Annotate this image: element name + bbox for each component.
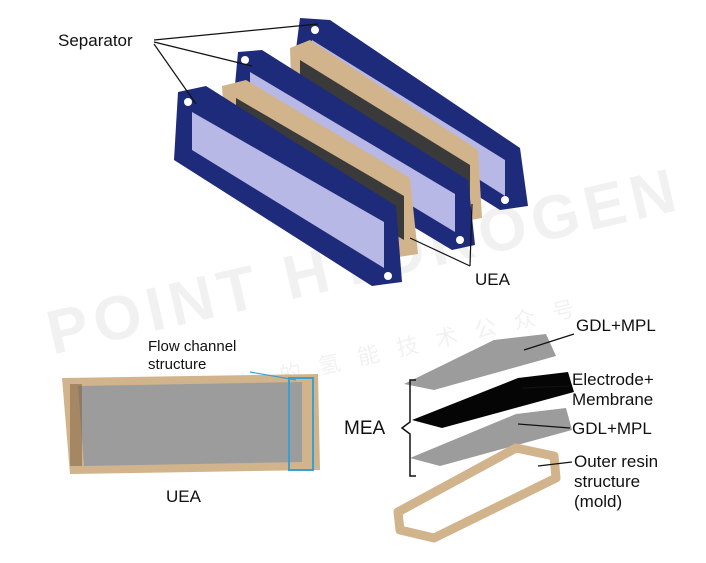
uea-top-label: UEA [475, 270, 510, 289]
electrode-membrane [412, 372, 574, 428]
outer-resin-label-line3: (mold) [574, 492, 623, 511]
outer-resin-label-line2: structure [574, 472, 641, 491]
outer-resin-frame [393, 443, 561, 543]
flow-channel-label-line2: structure [148, 356, 207, 373]
gdl-mpl-top-label: GDL+MPL [576, 316, 656, 335]
uea-bottom-label: UEA [166, 487, 201, 506]
mea-label: MEA [344, 418, 386, 439]
electrode-label-line2: Membrane [572, 390, 654, 409]
electrode-label-line1: Electrode+ [572, 370, 654, 389]
outer-resin-label-line1: Outer resin [574, 452, 659, 471]
uea-assembly [62, 374, 320, 474]
flow-channel-label-line1: Flow channel [148, 338, 237, 355]
gdl-mpl-bottom-label: GDL+MPL [572, 419, 652, 438]
gdl-mpl-bottom [410, 408, 572, 466]
separator-label: Separator [58, 31, 133, 50]
separator-front [174, 86, 402, 286]
gdl-mpl-top [404, 334, 556, 390]
